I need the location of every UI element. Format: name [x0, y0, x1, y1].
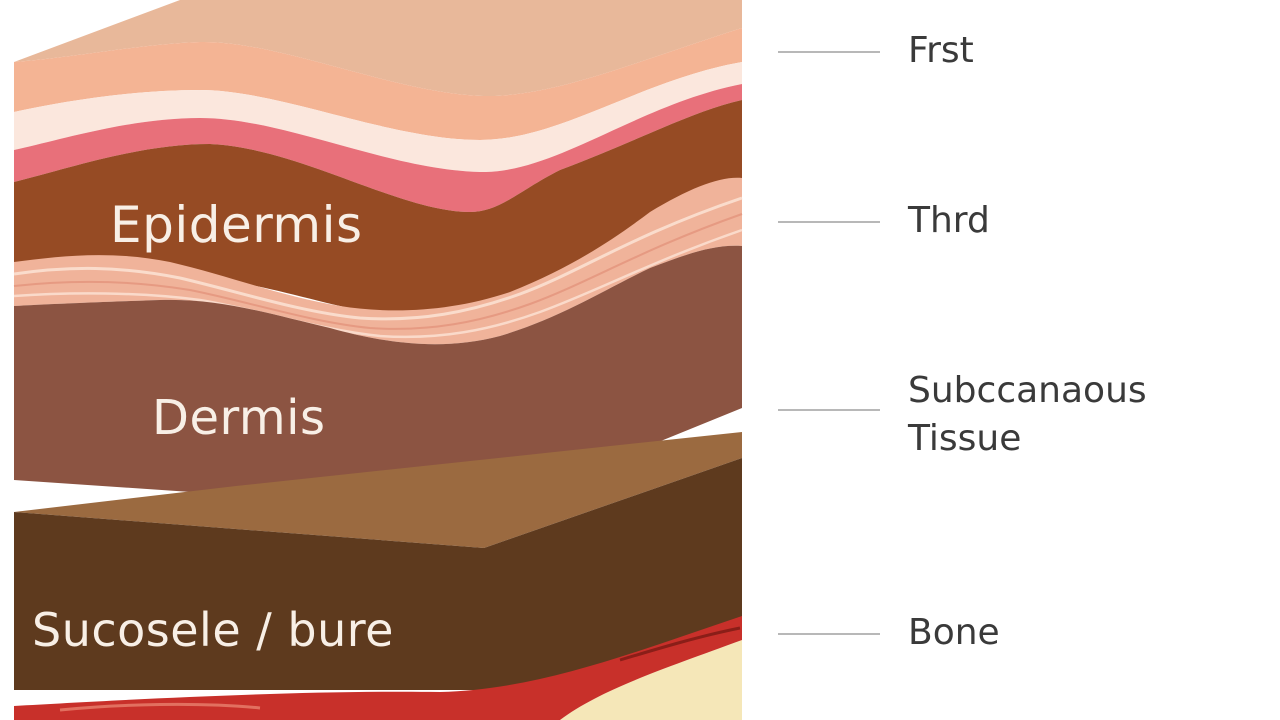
epidermis-label: Epidermis [110, 196, 363, 254]
skin-pink-band [14, 84, 742, 212]
label-third: Thrd [908, 200, 990, 241]
skin-light-band [14, 28, 742, 140]
epidermis-layer [14, 100, 742, 319]
bone-marrow-layer [14, 616, 742, 720]
dermis-label: Dermis [152, 390, 325, 446]
leader-line-first [778, 51, 880, 53]
leader-line-bone [778, 633, 880, 635]
wavy-fiber-band [14, 177, 742, 345]
label-subcutaneous-line2: Tissue [908, 418, 1022, 459]
leader-line-subcutaneous [778, 409, 880, 411]
subcutaneous-slab-top [14, 432, 742, 548]
label-first: Frst [908, 30, 974, 71]
subcutaneous-layer [14, 458, 742, 690]
label-bone: Bone [908, 612, 1000, 653]
skin-surface-layer [14, 0, 742, 96]
dermis-layer [14, 245, 742, 512]
leader-line-third [778, 221, 880, 223]
subcutaneous-label: Sucosele / bure [32, 603, 394, 657]
label-subcutaneous-line1: Subccanaous [908, 370, 1147, 411]
skin-white-band [14, 62, 742, 172]
bone-layer [560, 640, 742, 720]
